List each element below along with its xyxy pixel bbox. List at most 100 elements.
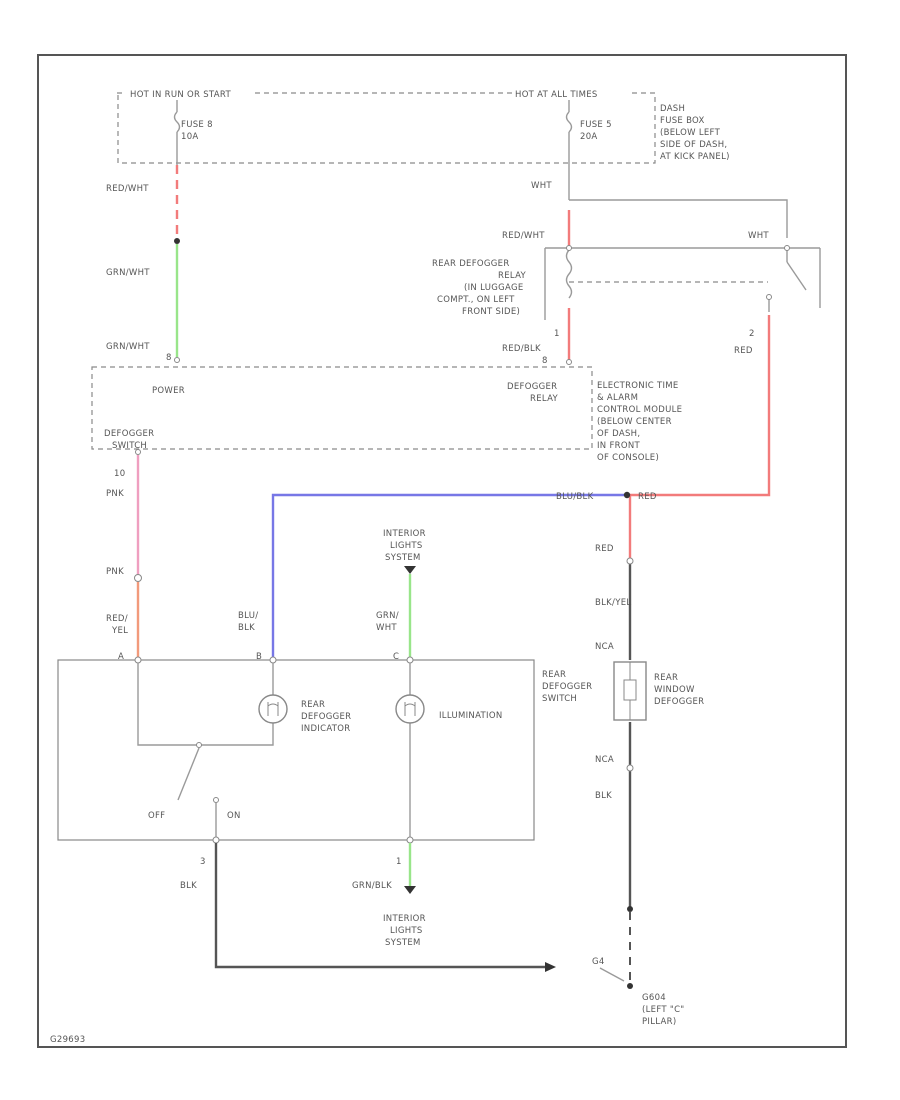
svg-text:IN FRONT: IN FRONT: [597, 441, 641, 451]
wire-red-right: [628, 315, 771, 560]
svg-text:OF CONSOLE): OF CONSOLE): [597, 453, 659, 463]
power-terminal: [174, 357, 180, 363]
svg-text:SIDE OF DASH,: SIDE OF DASH,: [660, 140, 727, 150]
fuse-5: [565, 100, 573, 200]
svg-text:REAR: REAR: [301, 700, 325, 710]
pin-c: C: [393, 652, 399, 662]
power-label: POWER: [152, 386, 185, 396]
wire-label-red-top: RED: [734, 346, 753, 356]
interior-lights-bottom-label: INTERIOR LIGHTS SYSTEM: [383, 914, 426, 948]
power-pin: 8: [166, 353, 172, 363]
rear-defogger-indicator-label: REAR DEFOGGER INDICATOR: [301, 700, 351, 734]
svg-text:RED/: RED/: [106, 614, 128, 624]
splice-ground-top: [627, 906, 633, 912]
svg-text:LIGHTS: LIGHTS: [390, 541, 423, 551]
connector-pnk: [134, 574, 142, 582]
svg-text:INTERIOR: INTERIOR: [383, 529, 426, 539]
wire-label-grn-wht-top: GRN/WHT: [106, 268, 150, 278]
rear-defogger-switch-label: REAR DEFOGGER SWITCH: [542, 670, 592, 704]
svg-text:PILLAR): PILLAR): [642, 1017, 676, 1027]
rear-window-defogger-label: REAR WINDOW DEFOGGER: [654, 673, 704, 707]
svg-text:INTERIOR: INTERIOR: [383, 914, 426, 924]
fuse-8-amp: 10A: [181, 132, 199, 142]
svg-text:(IN LUGGAGE: (IN LUGGAGE: [464, 283, 524, 293]
arrow-interior-lights-top: [404, 566, 416, 574]
diagram-id: G29693: [50, 1035, 85, 1045]
fuse-8-label: FUSE 8: [181, 120, 213, 130]
nca-top-label: NCA: [595, 642, 614, 652]
terminal-3: [212, 836, 220, 844]
connector-red: [626, 557, 634, 565]
dash-fuse-box-label: DASH FUSE BOX (BELOW LEFT SIDE OF DASH, …: [660, 104, 729, 162]
switch-on-label: ON: [227, 811, 241, 821]
svg-text:(BELOW LEFT: (BELOW LEFT: [660, 128, 721, 138]
indicator-bulb-icon: [258, 694, 288, 724]
pin-1: 1: [396, 857, 402, 867]
svg-text:BLU/: BLU/: [238, 611, 258, 621]
svg-text:DEFOGGER: DEFOGGER: [654, 697, 704, 707]
fuse-8: [173, 100, 181, 165]
wire-label-red-wht-right: RED/WHT: [502, 231, 545, 241]
wire-wht-to-switch: [569, 199, 788, 238]
svg-text:OF DASH,: OF DASH,: [597, 429, 640, 439]
nca-bottom-label: NCA: [595, 755, 614, 765]
svg-text:G604: G604: [642, 993, 666, 1003]
svg-text:SYSTEM: SYSTEM: [385, 938, 421, 948]
ground-point: [627, 983, 633, 989]
relay-pin-2: 2: [749, 329, 755, 339]
switch-off-label: OFF: [148, 811, 165, 821]
svg-text:SWITCH: SWITCH: [542, 694, 577, 704]
svg-text:DEFOGGER: DEFOGGER: [507, 382, 557, 392]
svg-text:WHT: WHT: [376, 623, 397, 633]
rear-window-defogger-element: [613, 661, 647, 721]
ground-switch-lever: [599, 967, 625, 982]
defogger-relay-label: DEFOGGER RELAY: [507, 382, 559, 404]
svg-text:FRONT SIDE): FRONT SIDE): [462, 307, 520, 317]
terminal-c: [406, 656, 414, 664]
svg-text:REAR: REAR: [542, 670, 566, 680]
hot-run-start-label: HOT IN RUN OR START: [130, 90, 231, 100]
svg-text:DEFOGGER: DEFOGGER: [301, 712, 351, 722]
svg-text:BLK: BLK: [238, 623, 255, 633]
arrow-interior-lights-bottom: [404, 886, 416, 894]
defogger-relay-pin: 8: [542, 356, 548, 366]
pin-10: 10: [114, 469, 125, 479]
etacm-label: ELECTRONIC TIME & ALARM CONTROL MODULE (…: [597, 381, 682, 463]
wire-label-blk-yel: BLK/YEL: [595, 598, 631, 608]
rear-defogger-switch-box: [57, 659, 535, 841]
wire-label-grn-wht-bottom: GRN/WHT: [106, 342, 150, 352]
wire-label-red-mid: RED: [595, 544, 614, 554]
ground-location-label: G604 (LEFT "C" PILLAR): [642, 993, 684, 1027]
svg-text:RELAY: RELAY: [530, 394, 559, 404]
connector-nca-bottom: [626, 764, 634, 772]
svg-text:REAR DEFOGGER: REAR DEFOGGER: [432, 259, 510, 269]
relay-pin-1: 1: [554, 329, 560, 339]
wire-blk-left: [214, 843, 545, 969]
terminal-b: [269, 656, 277, 664]
ground-arrow-icon: [545, 962, 556, 972]
illumination-bulb-icon: [395, 694, 425, 724]
wire-label-blu-blk-v: BLU/ BLK: [238, 611, 258, 633]
hot-all-times-label: HOT AT ALL TIMES: [515, 90, 598, 100]
svg-text:SWITCH: SWITCH: [112, 441, 147, 451]
svg-text:YEL: YEL: [111, 626, 128, 636]
splice-left-top: [174, 238, 180, 244]
wire-label-red-blk: RED/BLK: [502, 344, 541, 354]
defogger-switch-label: DEFOGGER SWITCH: [104, 429, 154, 451]
wire-label-blu-blk-h: BLU/BLK: [556, 492, 594, 502]
svg-text:COMPT., ON LEFT: COMPT., ON LEFT: [437, 295, 515, 305]
fuse-5-amp: 20A: [580, 132, 598, 142]
svg-text:LIGHTS: LIGHTS: [390, 926, 423, 936]
svg-text:WINDOW: WINDOW: [654, 685, 695, 695]
svg-text:GRN/: GRN/: [376, 611, 399, 621]
switch-internal-circuit: [137, 663, 411, 838]
svg-text:SYSTEM: SYSTEM: [385, 553, 421, 563]
ground-tag: G4: [592, 957, 605, 967]
pin-b: B: [256, 652, 262, 662]
wire-label-blk-right: BLK: [595, 791, 612, 801]
wire-label-red-h: RED: [638, 492, 657, 502]
relay-location-label: REAR DEFOGGER RELAY (IN LUGGAGE COMPT., …: [432, 259, 526, 317]
svg-text:DEFOGGER: DEFOGGER: [104, 429, 154, 439]
pin-3: 3: [200, 857, 206, 867]
